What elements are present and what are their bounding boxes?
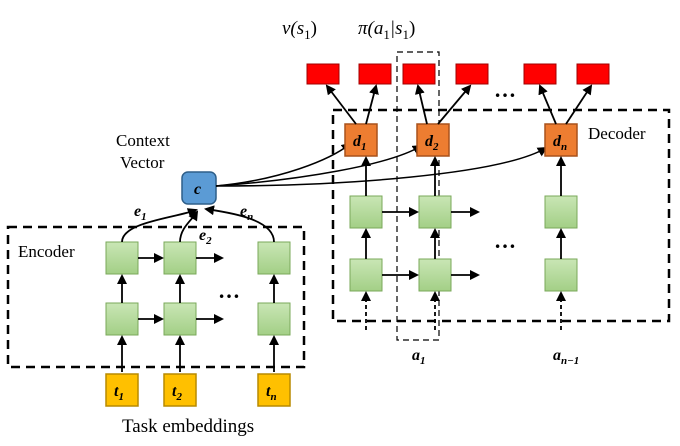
decoder-cell-bottom-2 [418, 258, 452, 292]
context-arrows [215, 142, 548, 187]
encoder-cell-top-2 [163, 241, 197, 275]
policy-head-n [576, 63, 610, 85]
an1-label: an−1 [553, 347, 579, 367]
encoder-cell-top-1 [105, 241, 139, 275]
encoder-box [6, 225, 306, 369]
policy-value-heads [306, 63, 610, 85]
decoder-cell-bottom-n [544, 258, 578, 292]
ellipsis-heads: … [494, 77, 516, 102]
en-label: en [240, 203, 253, 223]
ellipsis-encoder: … [218, 278, 240, 303]
task-embeddings-label: Task embeddings [122, 416, 254, 437]
svg-text:dn: dn [553, 133, 567, 153]
svg-text:d2: d2 [425, 133, 439, 153]
decoder-cell-top-1 [349, 195, 383, 229]
decoder-cell-top-2 [418, 195, 452, 229]
decoder-cells [349, 195, 578, 292]
context-vector-node [181, 171, 217, 205]
context-vector-symbol: c [194, 181, 201, 198]
svg-text:t2: t2 [172, 383, 182, 403]
e1-label: e1 [134, 203, 147, 223]
encoder-cell-top-n [257, 241, 291, 275]
policy-label: π(a1|s1) [358, 18, 415, 42]
task-embedding-2 [163, 373, 197, 407]
decoder-output-n [544, 123, 578, 157]
svg-text:d1: d1 [353, 133, 367, 153]
value-head-2 [402, 63, 436, 85]
ellipsis-decoder: … [494, 228, 516, 253]
decoder-cell-bottom-1 [349, 258, 383, 292]
e2-label: e2 [199, 227, 212, 247]
encoder-cells [105, 241, 291, 336]
decoder-arrows [325, 84, 593, 330]
context-label-line2: Vector [120, 153, 165, 172]
decoder-outputs: d1 d2 dn [344, 123, 578, 157]
a1-label: a1 [412, 347, 426, 367]
encoder-cell-bottom-2 [163, 302, 197, 336]
task-embedding-n [257, 373, 291, 407]
encoder-cell-bottom-n [257, 302, 291, 336]
policy-head-2 [455, 63, 489, 85]
value-head-n [523, 63, 557, 85]
task-embeddings: t1 t2 tn [105, 373, 291, 407]
decoder-label: Decoder [588, 124, 646, 143]
svg-text:tn: tn [266, 383, 277, 403]
value-head-1 [306, 63, 340, 85]
decoder-box [331, 108, 671, 323]
task-embedding-1 [105, 373, 139, 407]
value-label: v(s1) [282, 18, 317, 42]
encoder-cell-bottom-1 [105, 302, 139, 336]
context-label-line1: Context [116, 131, 170, 150]
encoder-label: Encoder [18, 242, 75, 261]
svg-text:t1: t1 [114, 383, 124, 403]
decoder-cell-top-n [544, 195, 578, 229]
policy-head-1 [358, 63, 392, 85]
encoder-arrows [117, 205, 279, 372]
